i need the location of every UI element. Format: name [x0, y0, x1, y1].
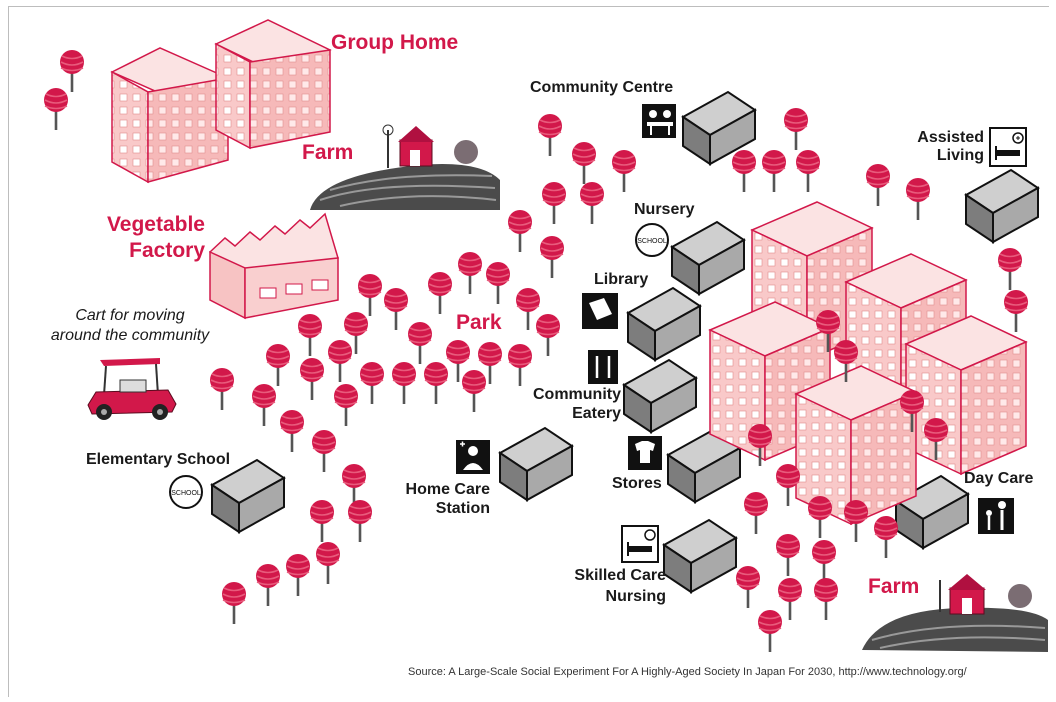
nursing-bed-icon	[989, 127, 1027, 167]
assisted-living-label-line1: Assisted	[917, 129, 984, 146]
day-care-label: Day Care	[964, 470, 1034, 487]
vegetable-factory-building	[209, 212, 339, 320]
community-eatery-box	[623, 359, 697, 433]
home-care-station-label-line1: Home Care	[405, 481, 490, 498]
shirt-icon	[628, 436, 662, 470]
community-centre-label: Community Centre	[530, 79, 674, 96]
diagram-frame	[8, 6, 1049, 697]
farm-top-label: Farm	[302, 141, 354, 164]
school-icon: SCHOOL	[169, 475, 203, 509]
source-citation: Source: A Large-Scale Social Experiment …	[408, 666, 967, 678]
assisted-living-label-line2: Living	[936, 147, 984, 164]
library-label: Library	[594, 271, 649, 288]
parent-child-icon	[978, 498, 1014, 534]
nursing-bed-icon	[621, 525, 659, 563]
farm-barn-icon	[382, 124, 478, 168]
community-eatery-label-line2: Eatery	[572, 405, 621, 422]
library-box	[627, 287, 701, 361]
park-label: Park	[456, 311, 502, 334]
farm-bottom-label: Farm	[868, 575, 920, 598]
cart-label-line2: around the community	[50, 327, 210, 344]
vegetable-factory-label-line1: Vegetable	[106, 213, 205, 236]
elementary-school-label: Elementary School	[86, 451, 231, 468]
farm-bottom-hill	[862, 574, 1048, 652]
community-icon	[642, 104, 676, 138]
residential-tower-4	[905, 315, 1027, 475]
golf-cart-icon	[87, 358, 177, 420]
school-icon: SCHOOL	[635, 223, 669, 257]
skilled-care-nursing-label-line2: Nursing	[605, 588, 666, 605]
svg-text:SCHOOL: SCHOOL	[171, 490, 201, 497]
svg-text:SCHOOL: SCHOOL	[637, 238, 667, 245]
nursery-label: Nursery	[634, 201, 695, 218]
fork-knife-icon	[588, 350, 618, 384]
group-home-building-2	[214, 19, 332, 150]
group-home-label: Group Home	[331, 31, 459, 54]
skilled-care-nursing-box	[663, 519, 737, 593]
nursery-box	[671, 221, 745, 295]
home-care-station-box	[499, 427, 573, 501]
community-eatery-label-line1: Community	[533, 386, 621, 403]
cart-label-line1: Cart for moving	[75, 307, 185, 324]
book-icon	[582, 293, 618, 329]
nurse-icon	[456, 440, 490, 474]
vegetable-factory-label-line2: Factory	[129, 239, 205, 262]
farm-top-hill	[310, 164, 500, 210]
group-home-building-1	[110, 47, 230, 184]
home-care-station-label-line2: Station	[435, 500, 490, 517]
assisted-living-box	[965, 169, 1039, 243]
stores-label: Stores	[612, 475, 662, 492]
skilled-care-nursing-label-line1: Skilled Care	[574, 567, 666, 584]
elementary-school-box	[211, 459, 285, 533]
